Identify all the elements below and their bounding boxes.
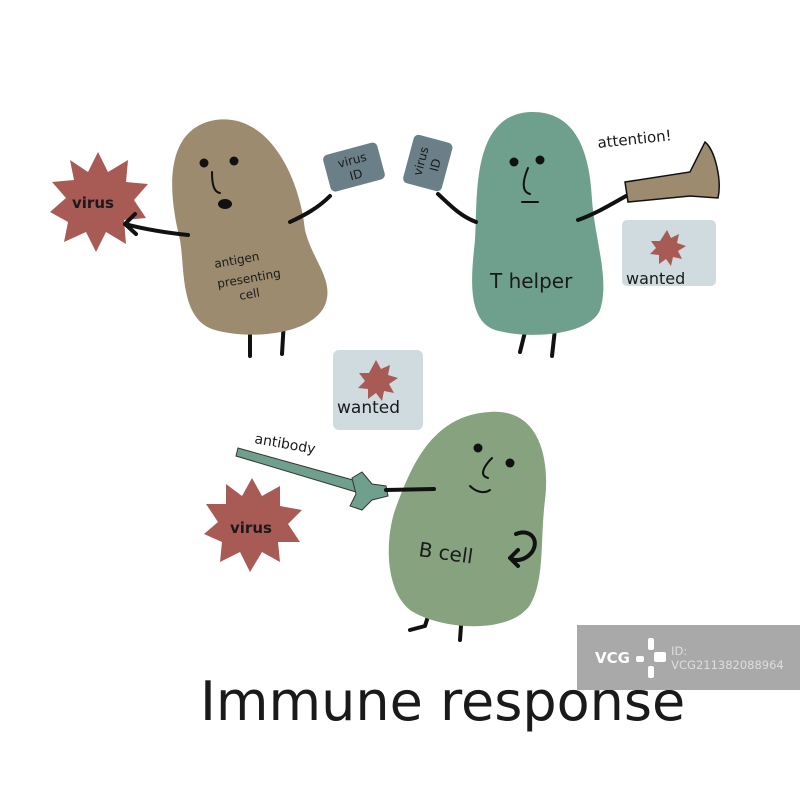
arm-left — [123, 212, 190, 237]
megaphone-icon — [624, 140, 720, 203]
svg-text:ID: ID — [427, 157, 444, 173]
wanted-poster-left: wanted — [333, 350, 423, 430]
nose — [522, 167, 531, 195]
virus-label: virus — [230, 519, 272, 537]
eye — [229, 156, 239, 166]
eye — [509, 157, 519, 167]
mouth — [469, 485, 491, 494]
arm-right — [508, 530, 537, 568]
cell-label-line: cell — [238, 286, 261, 303]
svg-text:wanted: wanted — [337, 398, 400, 418]
virus-bottom: virus — [204, 478, 302, 572]
arm-right — [576, 194, 628, 222]
antibody-label: antibody — [253, 431, 316, 457]
mouth — [218, 199, 232, 209]
antigen-presenting-cell: antigen presenting cell — [123, 119, 332, 358]
arm-left — [384, 487, 436, 492]
attention-text: attention! — [597, 126, 673, 152]
svg-text:wanted: wanted — [626, 269, 685, 288]
virus-left: virus — [50, 152, 148, 252]
eye — [199, 158, 209, 168]
antibody-sword-icon: antibody — [235, 431, 389, 511]
nose — [482, 457, 493, 479]
watermark-id: ID: VCG211382088964 — [671, 643, 784, 672]
svg-text:ID: ID — [348, 166, 364, 183]
b-cell: B cell — [384, 411, 547, 642]
eye — [505, 458, 515, 468]
virus-label: virus — [72, 194, 114, 212]
virus-id-card-right: virus ID — [403, 134, 453, 192]
watermark-logo: VCG — [595, 648, 630, 667]
cell-label: T helper — [489, 269, 573, 293]
wanted-poster-right: wanted — [622, 220, 716, 288]
virus-id-card-left: virus ID — [323, 142, 385, 192]
arm-right — [288, 194, 332, 224]
watermark-mark-icon — [635, 637, 666, 678]
t-helper-cell: T helper — [436, 111, 628, 358]
watermark: VCG ID: VCG211382088964 — [577, 625, 800, 690]
eye — [535, 155, 545, 165]
nose — [211, 171, 221, 194]
eye — [473, 443, 483, 453]
arm-left — [436, 192, 478, 224]
